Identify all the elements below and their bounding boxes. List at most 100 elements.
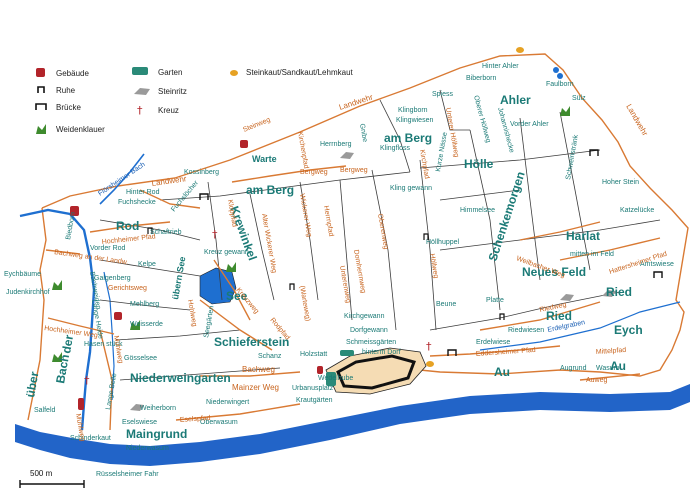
label-herrnberg: Herrnberg xyxy=(320,141,352,148)
label-klingwiesen: Klingwiesen xyxy=(396,117,433,124)
label-wedelhube: Wedelhube xyxy=(318,375,353,382)
label-faulborn: Faulborn xyxy=(546,81,574,88)
label-hasen-stueck: Hasen stück xyxy=(84,341,123,348)
floersheimer-bach-upper xyxy=(99,153,145,205)
label-urbanusplatz: Urbanusplatz xyxy=(292,385,334,392)
label-ried2: Ried xyxy=(546,309,572,323)
cross-icon: † xyxy=(84,374,90,387)
label-hoellhuppel: Höllhuppel xyxy=(426,239,460,246)
road-steinweg: Steinweg xyxy=(242,117,271,134)
garden-icon xyxy=(132,67,148,75)
stone-icon xyxy=(130,404,144,411)
label-kling-gewann: Kling gewann xyxy=(390,185,432,192)
bridge-icon xyxy=(199,193,209,200)
label-eychbaeume: Eychbäume xyxy=(4,271,41,278)
label-hinter-rod: Hinter Rod xyxy=(126,189,160,196)
label-kirchgewann: Kirchgewann xyxy=(344,313,385,320)
willow-icon xyxy=(130,320,140,330)
label-gnibe: Gnibe xyxy=(358,123,368,143)
label-hinter-ahler: Hinter Ahler xyxy=(482,63,519,70)
label-schweinstraenk: Schweinstränk xyxy=(565,134,580,181)
label-eselswiese: Eselswiese xyxy=(122,419,157,426)
label-bach: Bach xyxy=(53,353,72,384)
label-katzeluecke: Katzelücke xyxy=(620,207,654,214)
label-oberer-hoellweg: Oberer Höllweg xyxy=(472,95,491,144)
building-icon xyxy=(78,398,84,410)
road-auweg: Auweg xyxy=(586,377,608,384)
road-mainzer-weg: Mainzer Weg xyxy=(232,383,279,392)
rest-icon xyxy=(499,313,505,320)
label-lange-belle: Lange Belle xyxy=(105,373,118,411)
label-uebern-see: übern See xyxy=(170,256,187,301)
label-hoher-stein: Hoher Stein xyxy=(602,179,639,186)
label-ueber: über xyxy=(23,370,41,398)
building-icon xyxy=(317,366,323,374)
label-riedwiesen: Riedwiesen xyxy=(508,327,544,334)
pit-icon xyxy=(230,70,238,76)
label-am-berg-top: am Berg xyxy=(384,131,432,145)
place-names-large: Rod am Berg Ahler Hölle am Berg Krewinke… xyxy=(23,93,643,441)
road-herrnpfad: Herrnpfad xyxy=(322,205,334,237)
label-schinderkaut: Schinderkaut xyxy=(70,435,111,442)
label-ahler: Ahler xyxy=(500,93,531,107)
willow-icon xyxy=(226,262,236,272)
label-salfeld: Salfeld xyxy=(34,407,56,414)
legend-building: Gebäude xyxy=(56,69,89,78)
stone-icon xyxy=(340,152,354,159)
label-erdelwiese: Erdelwiese xyxy=(476,339,510,346)
road-hoellweg: Höllweg xyxy=(428,253,439,279)
label-hoelle: Hölle xyxy=(464,157,494,171)
label-mehlberg: Mehlberg xyxy=(130,301,159,308)
legend-garden: Garten xyxy=(158,68,182,77)
road-bergweg-1: Bergweg xyxy=(300,169,328,176)
label-oberwasum: Oberwasum xyxy=(200,419,238,426)
building-icon xyxy=(240,140,248,148)
label-ried: Ried xyxy=(606,285,632,299)
label-hinterm-dorf: hinterm Dorf xyxy=(362,349,401,356)
road-landwehr-left: Landwehr xyxy=(151,174,187,188)
road-landwehr-top: Landwehr xyxy=(338,92,375,112)
label-schaftrieb: Schaftrieb xyxy=(150,229,182,236)
bridge-icon xyxy=(35,103,47,110)
label-beune: Beune xyxy=(436,301,456,308)
rest-icon xyxy=(289,283,295,290)
label-au: Au xyxy=(494,365,510,379)
road-landwehr-right: Landwehr xyxy=(624,103,650,138)
label-see: See xyxy=(226,289,248,303)
rest-icon xyxy=(423,233,429,240)
road-eddersheimer-pfad: Eddersheimer Pfad xyxy=(476,347,536,358)
building-icon xyxy=(114,312,122,320)
floersheimer-bach xyxy=(19,208,96,431)
label-judenkirchhof: Judenkirchhof xyxy=(6,289,50,296)
label-galgenberg: Galgenberg xyxy=(94,275,131,282)
erdelgraben xyxy=(479,301,681,351)
scale-bar: 500 m xyxy=(19,469,85,488)
label-rod: Rod xyxy=(116,219,139,233)
road-kloppfad: Kloppfad xyxy=(226,199,238,228)
road-gerichtsweg: Gerichtsweg xyxy=(108,285,147,292)
label-wasum: Wasum xyxy=(596,365,620,372)
cross-icon: † xyxy=(426,340,432,353)
label-au2: Au xyxy=(610,359,626,373)
label-biedborn: Biedborn xyxy=(65,211,77,240)
stone-icon xyxy=(134,88,150,95)
label-augrund: Augrund xyxy=(560,365,587,372)
garden-icon xyxy=(326,372,336,386)
willow-icon xyxy=(52,352,62,362)
label-fuchshecke: Fuchshecke xyxy=(118,199,156,206)
road-bergweg-2: Bergweg xyxy=(340,167,368,174)
label-amtswiese: Amtswiese xyxy=(640,261,674,268)
pond-icon xyxy=(553,67,559,73)
building-icon xyxy=(36,68,45,77)
label-niederweingarten: Niederweingarten xyxy=(130,371,231,385)
label-holzstatt: Holzstatt xyxy=(300,351,327,358)
label-mitten-im-feld: mitten im Feld xyxy=(570,251,614,258)
label-klingborn: Klingborn xyxy=(398,107,428,114)
road-kirchpfad: Kirchpfad xyxy=(418,149,430,179)
willow-icon xyxy=(36,124,46,134)
willow-icon xyxy=(560,106,570,116)
willow-icon xyxy=(52,280,62,290)
label-weisserde: Weisserde xyxy=(130,321,163,328)
label-weiherborn: Weiherborn xyxy=(140,405,176,412)
label-der: der xyxy=(59,333,76,354)
